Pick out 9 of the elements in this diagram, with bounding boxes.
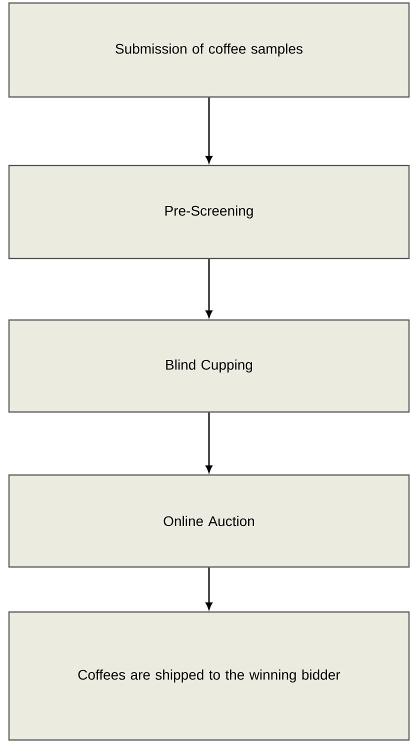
arrow [206, 259, 212, 318]
arrow [206, 568, 212, 610]
process-box: Online Auction [8, 474, 410, 568]
process-box: Coffees are shipped to the winning bidder [8, 611, 410, 741]
arrow [206, 98, 212, 164]
process-box: Pre-Screening [8, 164, 410, 260]
process-box: Blind Cupping [8, 319, 410, 413]
arrow [206, 412, 212, 473]
process-box: Submission of coffee samples [8, 2, 410, 98]
